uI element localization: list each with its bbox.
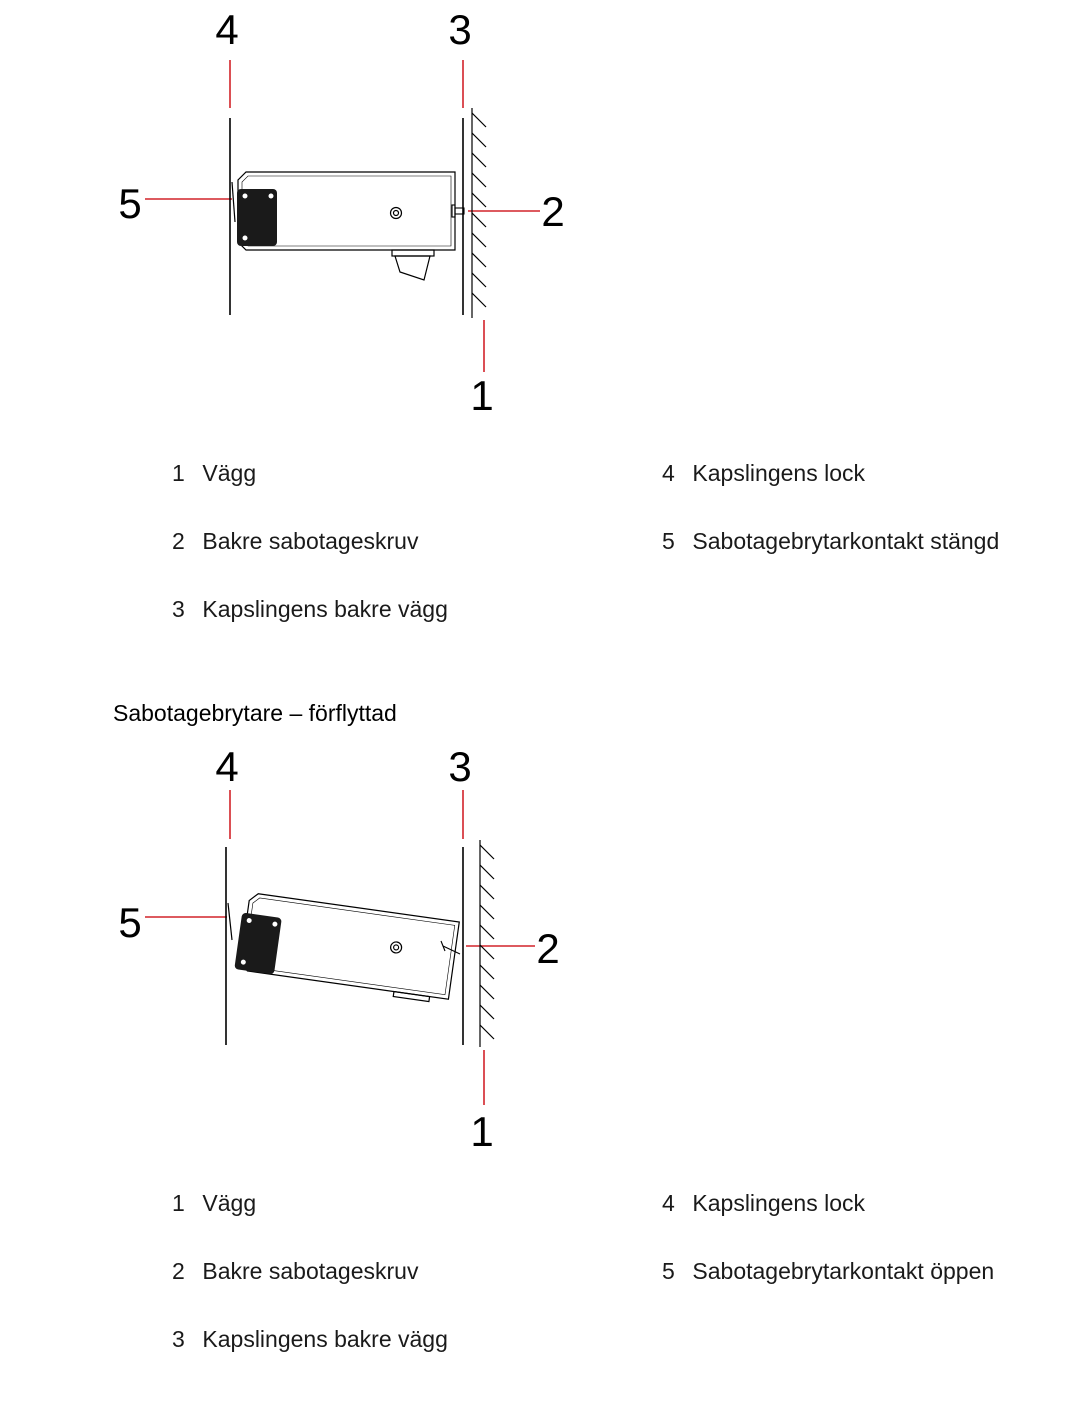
tamper-switch — [227, 902, 282, 974]
legend-number: 1 — [172, 1190, 185, 1216]
callout-5: 5 — [118, 899, 141, 946]
legend-number: 2 — [172, 1258, 185, 1284]
callout-3: 3 — [448, 6, 471, 53]
wall — [471, 108, 487, 318]
legend-text: Vägg — [202, 460, 257, 486]
legend-text: Sabotagebrytarkontakt stängd — [692, 528, 1000, 554]
tamper-switch-closed-diagram: 4 3 5 2 1 — [0, 0, 600, 420]
callout-2: 2 — [541, 188, 564, 235]
legend-number: 5 — [662, 1258, 675, 1284]
legend-text: Kapslingens bakre vägg — [202, 596, 448, 622]
legend-item: 1 Vägg — [172, 460, 256, 487]
legend-number: 4 — [662, 1190, 675, 1216]
diagram-svg: 4 3 5 2 1 — [118, 743, 559, 1155]
legend-item: 3 Kapslingens bakre vägg — [172, 1326, 448, 1353]
diagram-svg: 4 3 5 2 1 — [118, 6, 564, 419]
legend-item: 1 Vägg — [172, 1190, 256, 1217]
legend-item: 3 Kapslingens bakre vägg — [172, 596, 448, 623]
leader-lines — [145, 60, 540, 372]
tamper-switch-moved-diagram: 4 3 5 2 1 — [0, 735, 600, 1155]
legend-number: 3 — [172, 596, 185, 622]
legend-text: Kapslingens lock — [692, 460, 865, 486]
tamper-switch — [231, 181, 277, 246]
section-title: Sabotagebrytare – förflyttad — [113, 700, 397, 726]
legend-text: Bakre sabotageskruv — [202, 528, 419, 554]
legend-text: Kapslingens bakre vägg — [202, 1326, 448, 1352]
rear-tamper-screw — [440, 940, 461, 955]
legend-number: 5 — [662, 528, 675, 554]
legend-item: 2 Bakre sabotageskruv — [172, 1258, 418, 1285]
legend-item: 4 Kapslingens lock — [662, 1190, 865, 1217]
legend-text: Sabotagebrytarkontakt öppen — [692, 1258, 995, 1284]
legend-text: Bakre sabotageskruv — [202, 1258, 419, 1284]
legend-number: 1 — [172, 460, 185, 486]
callout-4: 4 — [215, 743, 238, 790]
tamper-bracket — [237, 171, 456, 281]
legend-figure-2: 1 Vägg 2 Bakre sabotageskruv 3 Kapslinge… — [0, 1172, 1083, 1402]
legend-item: 5 Sabotagebrytarkontakt öppen — [662, 1258, 994, 1285]
wall — [479, 840, 495, 1047]
leader-lines — [145, 790, 535, 1105]
rear-tamper-screw — [451, 204, 465, 218]
callout-1: 1 — [470, 1108, 493, 1155]
legend-text: Kapslingens lock — [692, 1190, 865, 1216]
callout-5: 5 — [118, 180, 141, 227]
callout-1: 1 — [470, 372, 493, 419]
legend-number: 3 — [172, 1326, 185, 1352]
legend-figure-1: 1 Vägg 2 Bakre sabotageskruv 3 Kapslinge… — [0, 440, 1083, 670]
callout-4: 4 — [215, 6, 238, 53]
callout-3: 3 — [448, 743, 471, 790]
legend-item: 5 Sabotagebrytarkontakt stängd — [662, 528, 999, 555]
legend-item: 4 Kapslingens lock — [662, 460, 865, 487]
legend-number: 2 — [172, 528, 185, 554]
legend-number: 4 — [662, 460, 675, 486]
legend-item: 2 Bakre sabotageskruv — [172, 528, 418, 555]
callout-2: 2 — [536, 925, 559, 972]
legend-text: Vägg — [202, 1190, 257, 1216]
